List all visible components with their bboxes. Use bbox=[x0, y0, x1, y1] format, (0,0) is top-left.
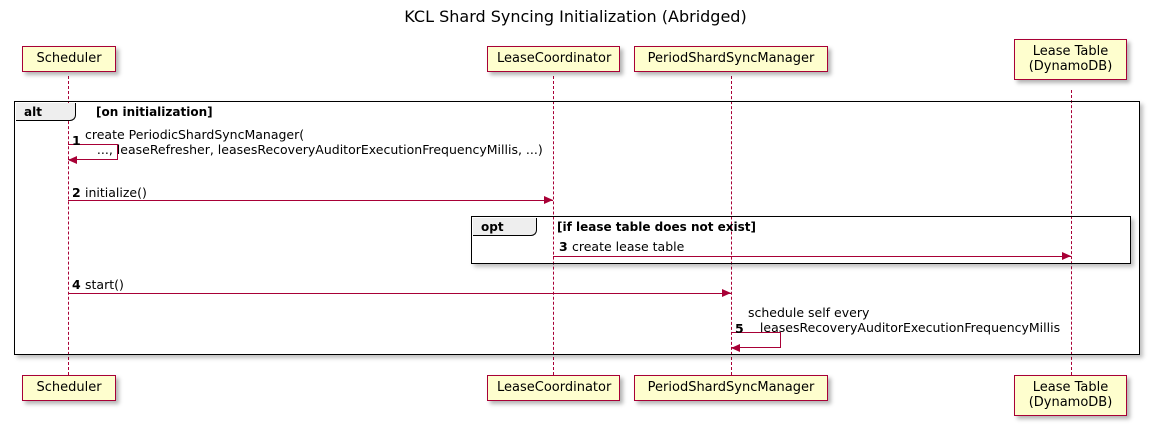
message-create-periodicshardsyncmanager-label: create PeriodicShardSyncManager( ..., le… bbox=[85, 127, 543, 157]
alt-fragment-operator: alt bbox=[24, 105, 42, 119]
leasecoordinator-participant-bottom[interactable]: LeaseCoordinator bbox=[487, 375, 620, 401]
message-create-lease-table-arrowhead bbox=[1062, 252, 1071, 261]
leasecoordinator-lifeline bbox=[553, 76, 554, 375]
message-create-lease-table-line bbox=[553, 256, 1071, 257]
scheduler-participant-bottom[interactable]: Scheduler bbox=[22, 375, 116, 401]
message-start-label: start() bbox=[85, 277, 124, 292]
periodshardsyncmanager-participant-label-0: PeriodShardSyncManager bbox=[647, 380, 815, 395]
leasetable-participant-top[interactable]: Lease Table(DynamoDB) bbox=[1014, 39, 1127, 80]
message-create-periodicshardsyncmanager-number: 1 bbox=[72, 133, 81, 148]
scheduler-participant-top[interactable]: Scheduler bbox=[22, 46, 116, 72]
message-start-number: 4 bbox=[72, 277, 81, 292]
periodshardsyncmanager-participant-bottom[interactable]: PeriodShardSyncManager bbox=[634, 375, 828, 401]
opt-fragment-tab bbox=[472, 217, 537, 236]
message-initialize-arrowhead bbox=[544, 196, 553, 205]
opt-fragment-guard: [if lease table does not exist] bbox=[557, 220, 757, 234]
message-create-lease-table-number: 3 bbox=[559, 239, 568, 254]
leasecoordinator-participant-label-0: LeaseCoordinator bbox=[497, 51, 612, 66]
alt-fragment bbox=[14, 101, 1140, 355]
leasetable-participant-label-1: (DynamoDB) bbox=[1028, 395, 1113, 410]
alt-fragment-tab bbox=[15, 102, 76, 121]
leasecoordinator-participant-label-0: LeaseCoordinator bbox=[497, 380, 612, 395]
message-create-periodicshardsyncmanager-loop bbox=[68, 144, 118, 160]
periodshardsyncmanager-participant-top[interactable]: PeriodShardSyncManager bbox=[634, 46, 828, 72]
opt-fragment-operator: opt bbox=[481, 220, 504, 234]
leasetable-participant-bottom[interactable]: Lease Table(DynamoDB) bbox=[1014, 375, 1127, 416]
leasetable-participant-label-0: Lease Table bbox=[1032, 44, 1109, 59]
message-initialize-line bbox=[68, 200, 553, 201]
periodshardsyncmanager-lifeline bbox=[731, 76, 732, 375]
message-schedule-self-arrowhead bbox=[731, 343, 740, 352]
leasetable-participant-label-0: Lease Table bbox=[1032, 380, 1109, 395]
leasecoordinator-participant-top[interactable]: LeaseCoordinator bbox=[487, 46, 620, 72]
message-create-periodicshardsyncmanager-arrowhead bbox=[68, 155, 77, 164]
opt-fragment bbox=[471, 216, 1131, 264]
scheduler-participant-label-0: Scheduler bbox=[36, 380, 102, 395]
leasetable-participant-label-1: (DynamoDB) bbox=[1028, 59, 1113, 74]
message-start-arrowhead bbox=[722, 289, 731, 298]
message-initialize-number: 2 bbox=[72, 185, 81, 200]
message-create-lease-table-label: create lease table bbox=[572, 239, 685, 254]
message-schedule-self-loop bbox=[731, 332, 781, 348]
periodshardsyncmanager-participant-label-0: PeriodShardSyncManager bbox=[647, 51, 815, 66]
message-initialize-label: initialize() bbox=[85, 185, 147, 200]
alt-fragment-guard: [on initialization] bbox=[96, 105, 213, 119]
diagram-title: KCL Shard Syncing Initialization (Abridg… bbox=[404, 7, 747, 26]
message-schedule-self-label: schedule self every leasesRecoveryAudito… bbox=[748, 305, 1061, 335]
leasetable-lifeline bbox=[1071, 90, 1072, 375]
scheduler-participant-label-0: Scheduler bbox=[36, 51, 102, 66]
message-schedule-self-number: 5 bbox=[735, 321, 744, 336]
scheduler-lifeline bbox=[68, 76, 69, 375]
message-start-line bbox=[68, 293, 731, 294]
